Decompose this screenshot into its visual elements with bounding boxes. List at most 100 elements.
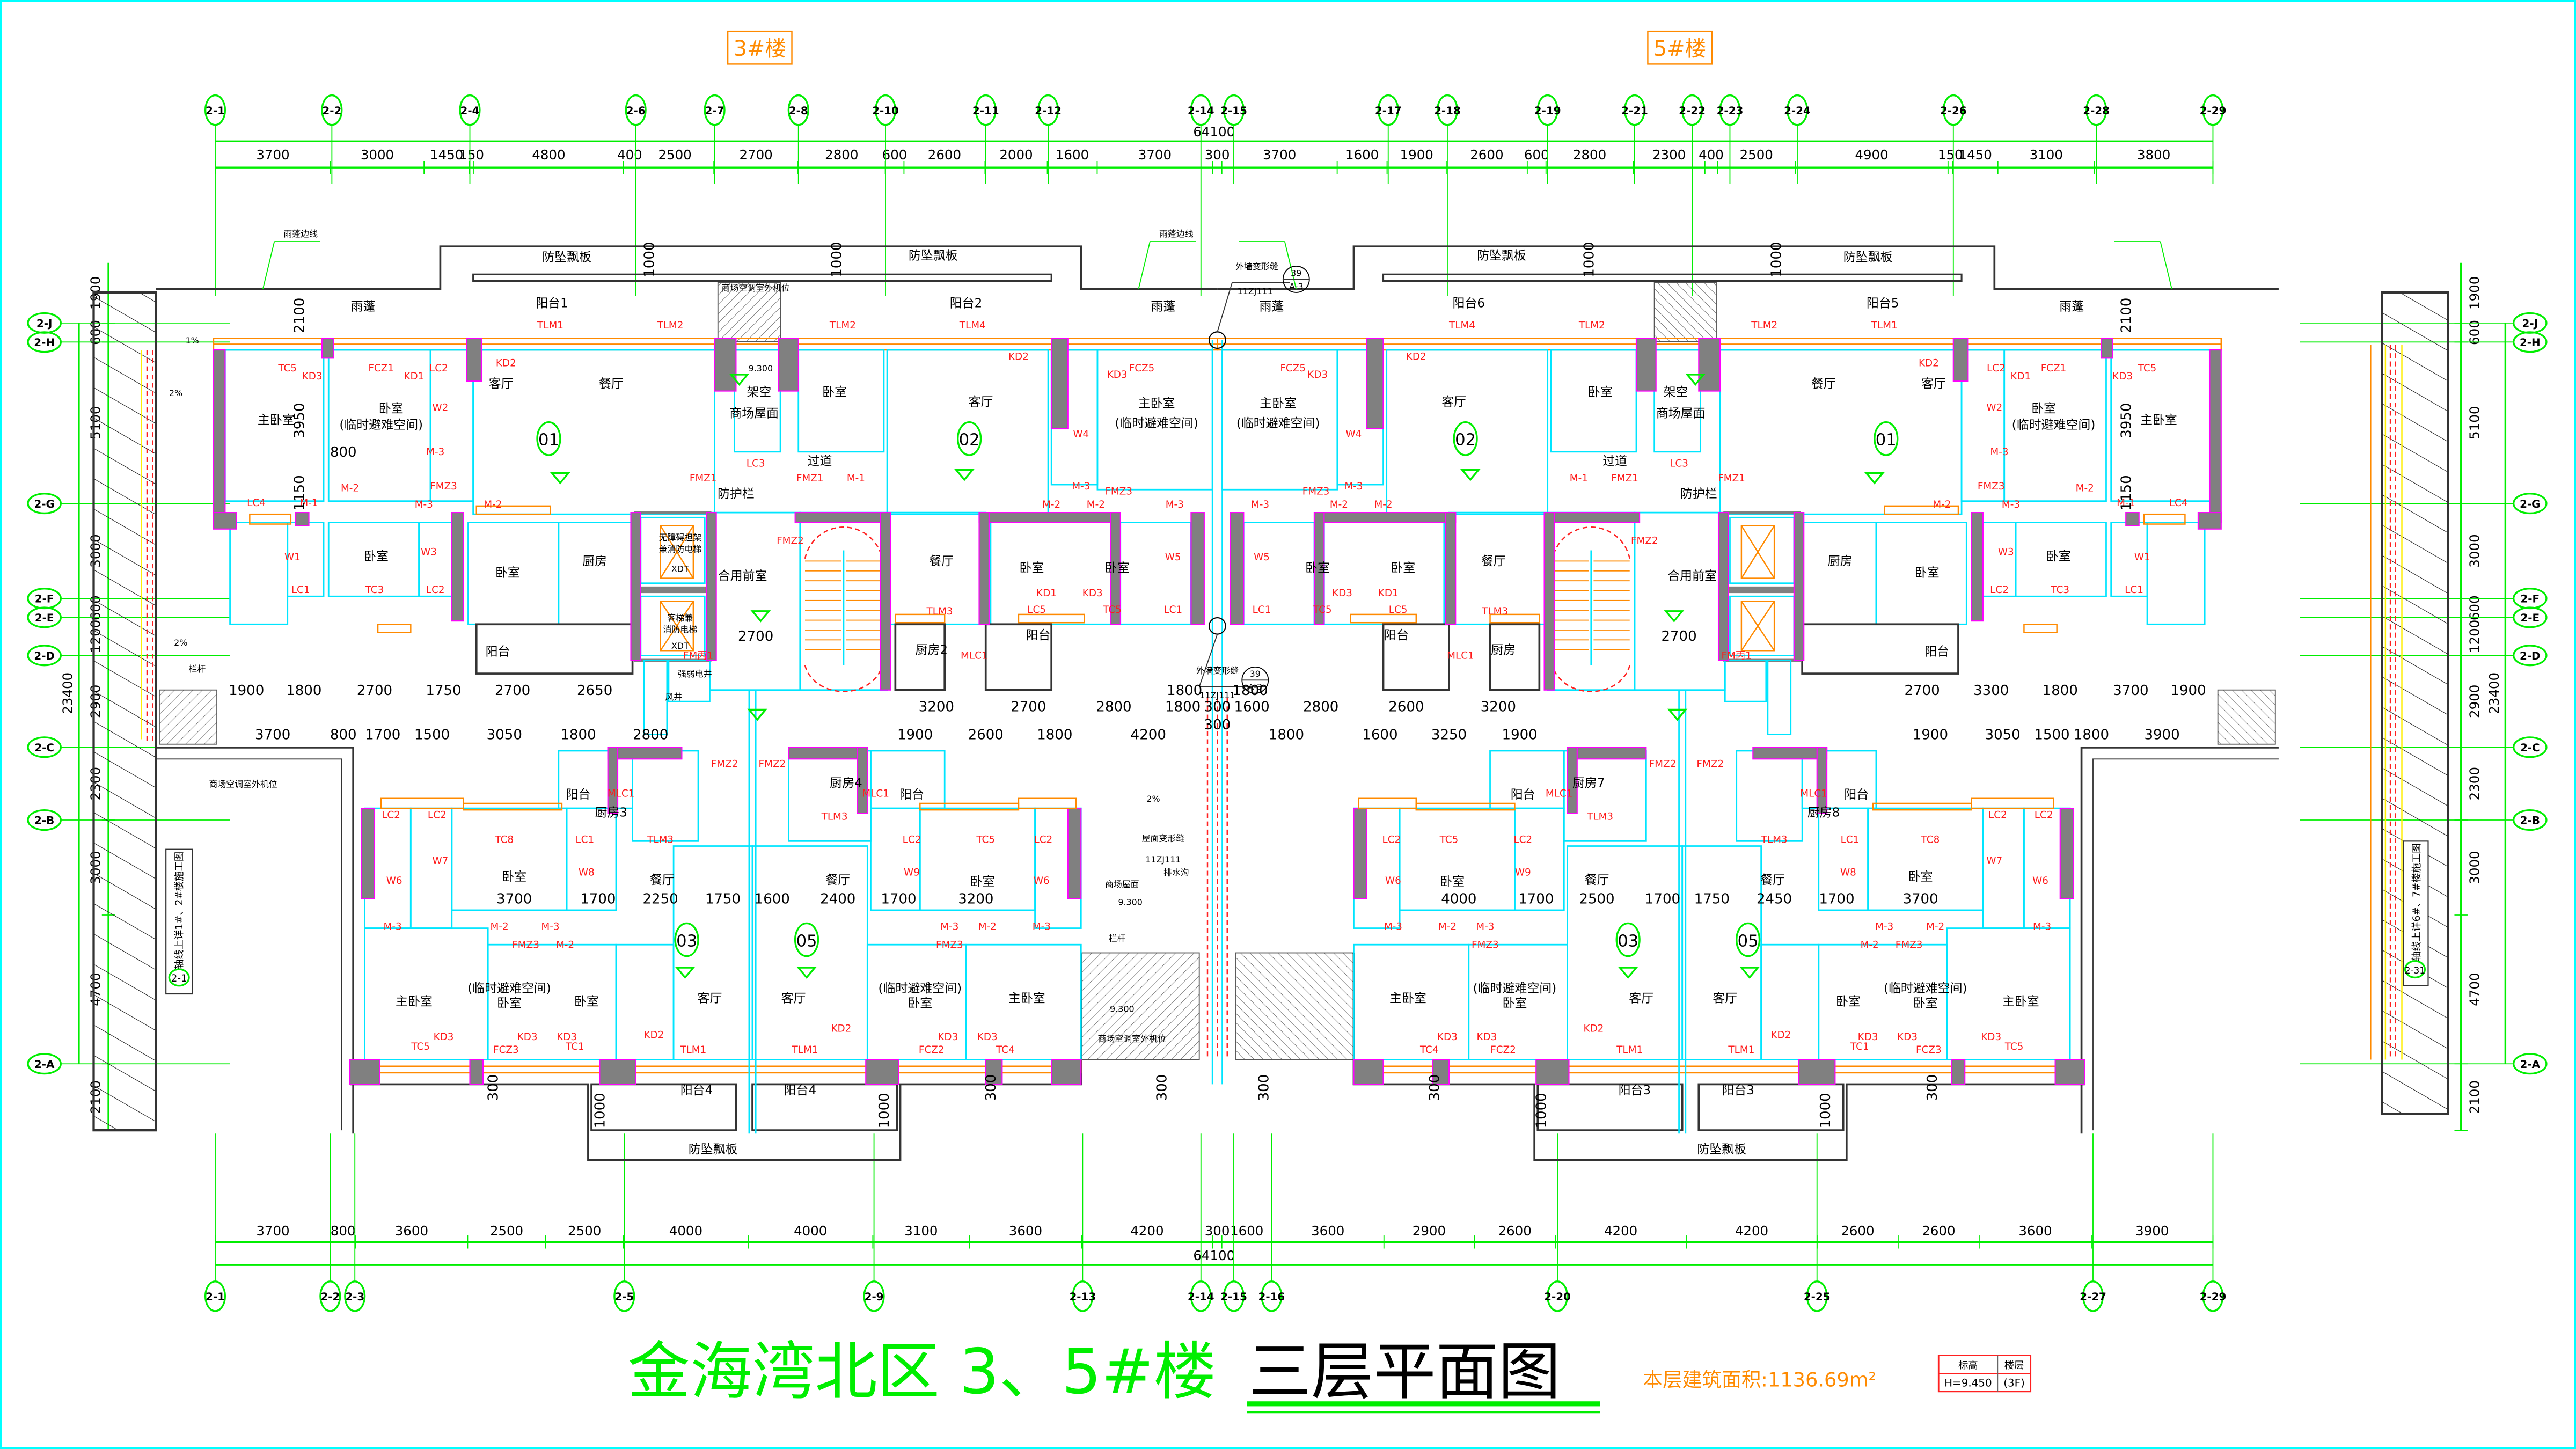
room-label: (临时避难空间)	[467, 982, 551, 996]
door-window-code: M-2	[556, 939, 574, 950]
inner-dimension: 1150	[2118, 475, 2134, 510]
level-table-floor: (3F)	[2003, 1377, 2025, 1389]
joint-detail-mid: 39	[1250, 669, 1261, 679]
right-axis-note-box: 轴线上详6#、7#楼施工图 2-31	[2403, 840, 2429, 986]
axis-bubble	[1623, 94, 1645, 126]
door-window-code: FMZ1	[690, 473, 717, 484]
inner-dimension: 1900	[1913, 727, 1948, 743]
door-window-code: FMZ2	[1696, 759, 1724, 770]
door-window-code: MLC1	[961, 650, 988, 662]
door-window-code: TC3	[2050, 584, 2069, 596]
door-window-code: TLM1	[537, 320, 564, 331]
inner-dimension: 300	[983, 1074, 999, 1101]
inner-dimension: 2250	[643, 891, 678, 908]
door-window-code: TLM2	[1578, 320, 1605, 331]
inner-dimension: 1750	[705, 891, 741, 908]
dimension-value: 3000	[2467, 534, 2482, 567]
inner-dimension: 2700	[1011, 699, 1046, 715]
axis-label-top: 2-2	[322, 105, 341, 117]
axis-bubble	[27, 809, 62, 831]
dimension-value: 1900	[1400, 147, 1433, 163]
inner-dimension: 1800	[1232, 683, 1268, 699]
dimension-value: 2900	[2467, 685, 2482, 718]
room-label: 客厅	[1713, 991, 1737, 1005]
dimension-value: 2500	[1740, 147, 1773, 163]
axis-bubble	[459, 94, 481, 126]
door-window-code: W6	[1034, 875, 1050, 887]
axis-label-left: 2-G	[34, 498, 54, 510]
door-window-code: M-2	[1330, 499, 1348, 510]
axis-label-left: 2-E	[35, 612, 54, 624]
room-label: 卧室	[1908, 870, 1933, 884]
axis-bubble	[613, 1280, 635, 1312]
dimension-value: 3700	[256, 147, 289, 163]
dimension-value: 300	[1205, 1223, 1230, 1239]
door-window-code: MLC1	[608, 788, 635, 800]
axis-bubble	[27, 736, 62, 758]
axis-label-left: 2-D	[34, 650, 55, 662]
room-label: 卧室	[364, 550, 389, 564]
door-window-code: W9	[1515, 867, 1531, 879]
floor-area: 本层建筑面积:1136.69m²	[1643, 1368, 1876, 1392]
room-label: (临时避难空间)	[339, 418, 423, 432]
dimension-value: 2600	[1841, 1223, 1874, 1239]
door-window-code: FMZ3	[1472, 939, 1499, 950]
door-window-code: TLM2	[656, 320, 683, 331]
room-label: 主卧室	[2002, 994, 2039, 1008]
dimension-value: 600	[882, 147, 908, 163]
door-window-code: KD1	[1036, 588, 1057, 599]
unit-number: 01	[538, 431, 559, 450]
inner-dimension: 1500	[2034, 727, 2069, 743]
door-window-code: KD1	[2010, 371, 2031, 382]
title-block: 金海湾北区 3、5#楼 三层平面图 本层建筑面积:1136.69m² 标高 楼层…	[627, 1336, 2032, 1414]
total-dimension-top: 64100	[1193, 124, 1235, 140]
room-label: 阳台	[486, 645, 510, 658]
dimension-value: 3700	[256, 1223, 289, 1239]
room-label: 主卧室	[396, 994, 433, 1008]
door-window-code: FM丙1	[1721, 650, 1751, 662]
dimension-value: 3700	[1263, 147, 1296, 163]
axis-label-top: 2-6	[626, 105, 646, 117]
room-label: 卧室	[1836, 994, 1861, 1008]
door-window-code: FMZ3	[430, 481, 457, 492]
door-window-code: M-3	[541, 921, 559, 933]
room-label: 客厅	[489, 377, 514, 391]
annotation-label: 风井	[665, 692, 682, 702]
dimension-value: 400	[1699, 147, 1724, 163]
axis-label-bottom: 2-5	[614, 1291, 634, 1303]
door-window-code: W6	[386, 875, 402, 887]
axis-label-top: 2-29	[2200, 105, 2227, 117]
room-label: 卧室	[497, 997, 522, 1011]
inner-dimension: 3250	[1431, 727, 1467, 743]
left-axis-note-box: 轴线上详1#、2#楼施工图 2-1	[165, 848, 193, 995]
inner-dimension: 2650	[577, 683, 612, 699]
inner-dimension: 1000	[1768, 242, 1784, 277]
axis-label-bottom: 2-20	[1544, 1291, 1571, 1303]
dimension-value: 1450	[1959, 147, 1992, 163]
axis-label-right: 2-E	[2520, 612, 2540, 624]
door-window-code: KD3	[1107, 369, 1128, 380]
room-label: 厨房7	[1572, 776, 1605, 790]
door-window-code: W6	[1385, 875, 1401, 887]
room-label: 卧室	[1503, 997, 1527, 1011]
door-window-code: FMZ2	[777, 535, 804, 546]
annotation-label: 2%	[174, 638, 187, 648]
door-window-code: FMZ3	[512, 939, 539, 950]
door-window-code: LC4	[247, 497, 266, 509]
drawing-subtitle: 三层平面图	[1249, 1336, 1561, 1408]
axis-bubble	[1037, 94, 1059, 126]
inner-dimension: 300	[1924, 1074, 1941, 1101]
door-window-code: LC2	[1034, 834, 1053, 845]
axis-bubble	[1072, 1280, 1094, 1312]
room-label: 防坠飘板	[542, 251, 591, 265]
door-window-code: FM丙1	[683, 650, 713, 662]
door-window-code: LC2	[1990, 584, 2009, 596]
axis-label-right: 2-J	[2522, 318, 2538, 330]
unit-number: 05	[796, 932, 817, 950]
dimension-value: 3100	[904, 1223, 938, 1239]
annotation-label: 排水沟	[1163, 868, 1189, 878]
room-label: 客厅	[1441, 395, 1466, 409]
axis-bubble	[319, 1280, 341, 1312]
room-label: 雨蓬	[351, 300, 376, 314]
door-window-code: LC1	[1163, 604, 1182, 616]
